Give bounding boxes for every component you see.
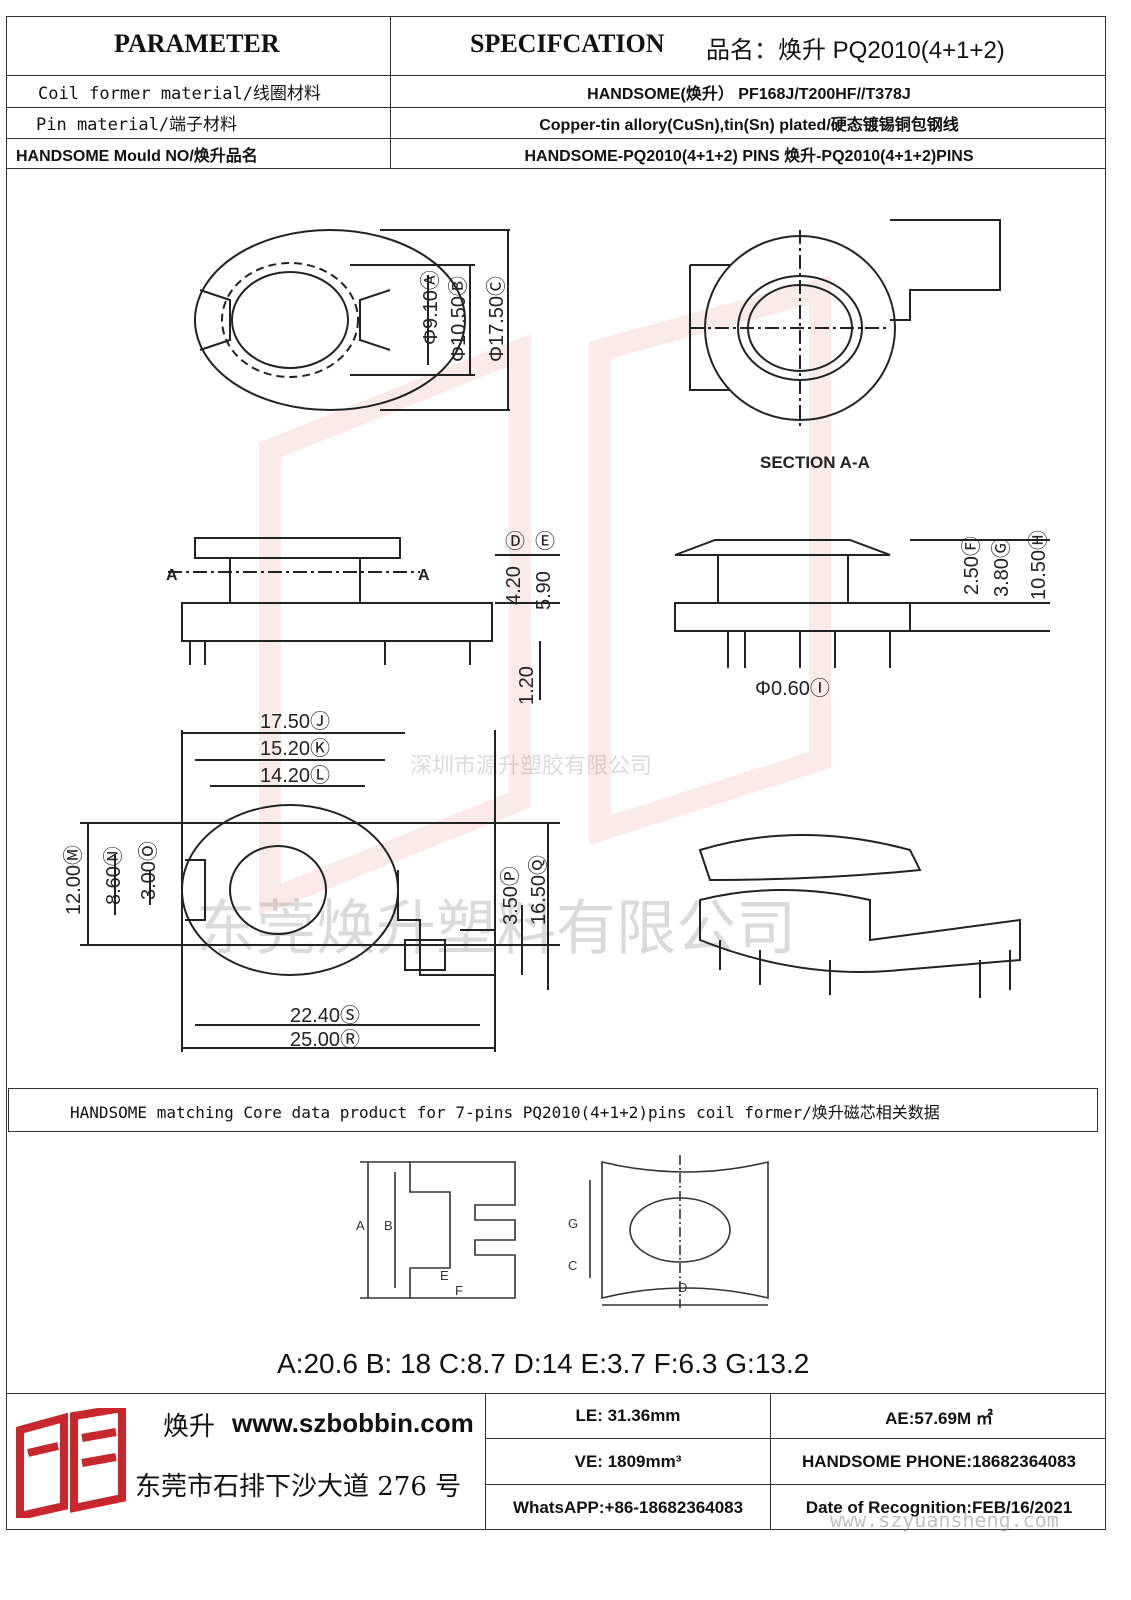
dim-14-20: 14.20Ⓛ [260,764,330,787]
ae-value: AE:57.69M ㎡ [885,1408,993,1428]
watermark-url: www.szyuansheng.com [830,1508,1059,1532]
bottom-view [80,730,560,1052]
dim-2-50: 2.50Ⓕ [960,536,983,595]
phone-value: HANDSOME PHONE:18682364083 [801,1451,1076,1471]
sheet-frame [6,16,1106,1530]
dim-25-00: 25.00Ⓡ [290,1028,360,1051]
handsome-logo [16,1408,126,1518]
divider [6,138,1106,139]
dim-d-mark: Ⓓ [505,530,525,553]
divider [485,1393,486,1530]
dim-phi-0-60: Φ0.60Ⓘ [755,677,830,700]
dim-phi-10-50: Φ10.50Ⓑ [447,276,470,362]
core-label-e: E [440,1268,449,1283]
specification-header: SPECIFCATION [470,29,665,58]
divider [770,1393,771,1530]
spec-mould-no: HANDSOME-PQ2010(4+1+2) PINS 焕升-PQ2010(4+… [524,147,974,165]
param-mould-no: HANDSOME Mould NO/焕升品名 [16,147,258,165]
dim-3-80: 3.80Ⓖ [990,538,1013,597]
ve-value: VE: 1809mm³ [574,1451,682,1471]
dim-4-20: 4.20 [503,566,525,605]
front-view [674,539,1050,668]
dim-16-50: 16.50Ⓠ [527,855,550,925]
dim-3-50: 3.50Ⓟ [499,866,522,925]
core-label-f: F [455,1283,463,1298]
divider [6,75,1106,76]
core-drawing: A B E F G C D [356,1155,769,1308]
spec-pin-material: Copper-tin allory(CuSn),tin(Sn) plated/硬… [539,116,959,134]
divider [485,1438,1106,1439]
dim-8-60: 8.60Ⓝ [102,846,125,905]
dim-phi-17-50: Φ17.50Ⓒ [485,276,508,362]
param-pin-material: Pin material/端子材料 [36,115,238,135]
divider [6,1393,1106,1394]
core-section-title-box [8,1088,1098,1132]
spec-coil-material: HANDSOME(焕升） PF168J/T200HF//T378J [587,85,911,103]
brand-name: 焕升 [163,1411,216,1441]
watermark-company-small: 深圳市源升塑胶有限公司 [410,753,653,778]
core-label-d: D [678,1280,687,1295]
background-logo-watermark [259,275,831,917]
side-view [168,537,560,700]
section-mark-left: A [166,567,178,584]
dim-5-90: 5.90 [533,571,555,610]
dim-10-50: 10.50Ⓗ [1027,530,1050,600]
dim-17-50: 17.50Ⓙ [260,710,330,733]
param-coil-material: Coil former material/线圈材料 [38,84,321,104]
dim-15-20: 15.20Ⓚ [260,737,330,760]
dim-12-00: 12.00Ⓜ [62,845,85,915]
divider [6,168,1106,169]
core-label-g: G [568,1216,578,1231]
core-label-b: B [384,1218,393,1233]
le-value: LE: 31.36mm [575,1406,681,1425]
address: 东莞市石排下沙大道 276 号 [135,1472,462,1502]
parameter-header: PARAMETER [114,29,280,58]
section-mark-right: A [418,567,430,584]
date-value: Date of Recognition:FEB/16/2021 [805,1497,1073,1517]
core-values: A:20.6 B: 18 C:8.7 D:14 E:3.7 F:6.3 G:13… [277,1348,810,1379]
isometric-view [698,834,1021,998]
section-a-a-view [689,219,1001,430]
website: www.szbobbin.com [232,1408,474,1438]
top-view [194,229,510,411]
divider [485,1484,1106,1485]
coil-former-drawing: Φ9.10Ⓐ Φ10.50Ⓑ Φ17.50Ⓒ SECTION A-A Ⓓ Ⓔ 4… [62,219,1050,1052]
dim-1-20: 1.20 [516,666,538,705]
dim-e-mark: Ⓔ [535,530,555,553]
divider [6,107,1106,108]
core-label-c: C [568,1258,577,1273]
core-label-a: A [356,1218,365,1233]
dim-22-40: 22.40Ⓢ [290,1004,360,1027]
dim-3-00: 3.00Ⓞ [137,841,160,900]
divider [390,16,391,168]
section-a-a-label: SECTION A-A [760,453,870,472]
core-section-title: HANDSOME matching Core data product for … [70,1103,940,1122]
dim-phi-9-10: Φ9.10Ⓐ [419,270,442,345]
product-name: 品名：焕升 PQ2010(4+1+2) [706,37,1005,64]
whatsapp-value: WhatsAPP:+86-18682364083 [512,1497,744,1517]
